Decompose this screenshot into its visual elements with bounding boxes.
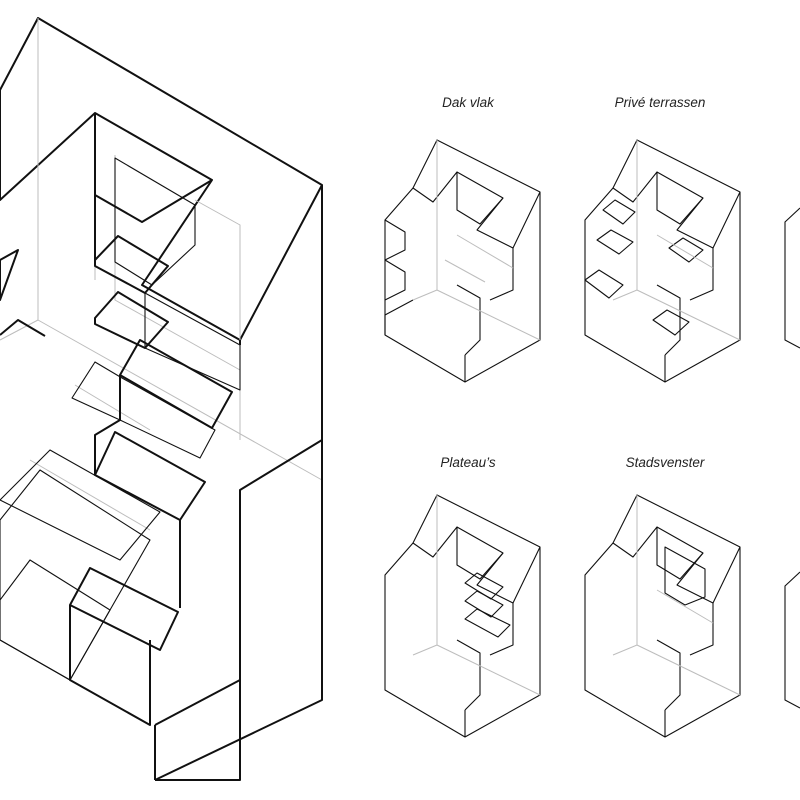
terrace-3 bbox=[584, 269, 624, 299]
terrace-5 bbox=[652, 309, 690, 336]
panel-cropped-bottom bbox=[784, 571, 800, 709]
main-volume-edges bbox=[0, 90, 323, 781]
main-plateau-lower bbox=[94, 291, 169, 349]
main-facade-teal bbox=[0, 559, 111, 681]
plateau-lower bbox=[464, 608, 511, 638]
caption-prive-terrassen: Privé terrassen bbox=[615, 95, 706, 110]
main-terrace-olive bbox=[94, 431, 206, 521]
panel-plateaus-outline bbox=[384, 494, 541, 738]
main-terrace-light bbox=[119, 339, 233, 429]
panel-prive-terrassen bbox=[584, 139, 741, 383]
caption-plateaus: Plateau’s bbox=[440, 455, 496, 470]
main-axonometric-view bbox=[0, 17, 323, 781]
main-facade-green bbox=[0, 449, 161, 561]
city-window-small bbox=[664, 546, 706, 606]
panel-stadsvenster-outline bbox=[584, 494, 741, 738]
main-roof-plane bbox=[0, 17, 323, 341]
caption-stadsvenster: Stadsvenster bbox=[626, 455, 705, 470]
main-plateau-upper bbox=[94, 235, 169, 294]
main-terrace-mid-green bbox=[71, 361, 216, 459]
terrace-1 bbox=[602, 199, 636, 225]
main-terrace-olive-dark bbox=[69, 567, 179, 651]
panel-terrassen-hidden bbox=[612, 140, 741, 341]
panel-stadsvenster-hidden bbox=[612, 495, 741, 696]
terrace-2 bbox=[596, 229, 634, 255]
main-plateau-side bbox=[144, 292, 241, 391]
panel-stadsvenster bbox=[584, 494, 741, 738]
panel-plateaus-hidden bbox=[412, 495, 541, 696]
main-facade-cyan bbox=[0, 469, 151, 681]
main-terrace-left-edge bbox=[0, 249, 19, 301]
panel-dak-outline bbox=[384, 172, 541, 383]
terrace-4 bbox=[668, 237, 704, 263]
panel-plateaus bbox=[384, 494, 541, 738]
panel-dak-vlak bbox=[384, 139, 541, 383]
panel-dak-roof bbox=[412, 139, 541, 249]
panel-dak-hidden bbox=[412, 140, 541, 341]
caption-dak-vlak: Dak vlak bbox=[442, 95, 495, 110]
panel-cropped-top bbox=[784, 207, 800, 349]
panel-terrassen-outline bbox=[584, 139, 741, 383]
